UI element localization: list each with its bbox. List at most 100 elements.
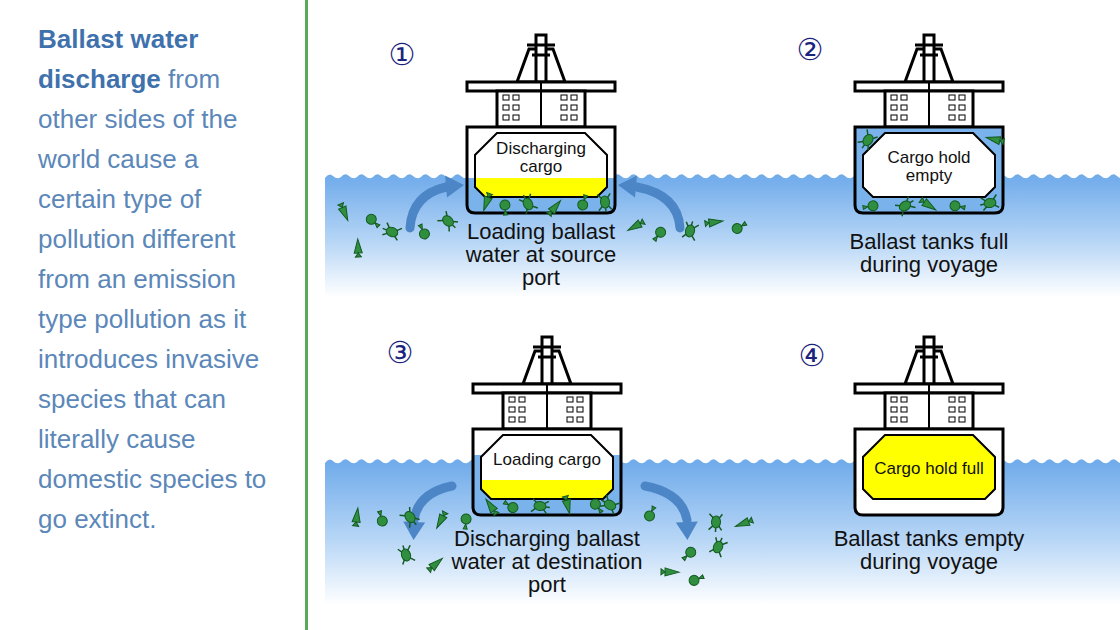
organism xyxy=(437,211,459,233)
arrow-head xyxy=(403,522,426,541)
organism xyxy=(895,196,917,217)
organism xyxy=(597,193,612,212)
flow-arrow xyxy=(414,486,452,520)
window xyxy=(949,105,955,110)
organism xyxy=(480,192,493,212)
window xyxy=(891,417,897,422)
window xyxy=(949,407,955,412)
window xyxy=(561,115,567,120)
step-caption: Ballast tanks full during voyage xyxy=(827,230,1032,276)
organism xyxy=(862,200,879,212)
window xyxy=(901,95,907,100)
divider-line xyxy=(305,0,308,630)
window xyxy=(891,115,897,120)
organism xyxy=(502,498,520,514)
deckhouse-divider xyxy=(546,384,548,429)
organism xyxy=(381,222,402,241)
cargo-hold-label: Discharging cargo xyxy=(485,138,597,178)
hold-text: Cargo hold full xyxy=(874,460,984,478)
window xyxy=(571,115,577,120)
organism xyxy=(688,572,706,587)
hull-outline xyxy=(467,127,615,213)
organism xyxy=(426,555,445,573)
window xyxy=(949,417,955,422)
window xyxy=(509,417,515,422)
organism xyxy=(352,508,362,527)
arrow-head xyxy=(445,174,465,197)
ship-mast xyxy=(924,35,934,82)
mast-bars xyxy=(915,347,943,357)
window xyxy=(949,115,955,120)
cargo-hold-label: Loading cargo xyxy=(491,440,603,480)
organism xyxy=(730,219,748,235)
window xyxy=(959,105,965,110)
window xyxy=(567,407,573,412)
mast-bars xyxy=(533,347,561,357)
window xyxy=(901,115,907,120)
organism xyxy=(979,194,999,210)
organism xyxy=(416,223,431,241)
organism xyxy=(949,200,966,213)
window xyxy=(567,417,573,422)
organism xyxy=(531,499,551,515)
ship-hull xyxy=(855,429,1003,515)
cargo-hold-label: Cargo hold full xyxy=(873,440,985,497)
organism xyxy=(337,202,351,222)
window xyxy=(503,115,509,120)
organism xyxy=(643,505,659,523)
flow-arrow xyxy=(410,187,446,228)
ship-mast xyxy=(542,337,552,384)
hold-text: Cargo hold empty xyxy=(873,149,985,185)
side-note: Ballast water discharge from other sides… xyxy=(38,19,276,539)
step-caption: Ballast tanks empty during voyage xyxy=(814,527,1044,573)
window xyxy=(891,95,897,100)
cargo-hold-outline xyxy=(475,133,607,197)
window xyxy=(513,95,519,100)
window xyxy=(577,397,583,402)
window xyxy=(901,105,907,110)
window xyxy=(949,95,955,100)
window xyxy=(509,407,515,412)
organism xyxy=(734,516,754,530)
organism xyxy=(661,568,679,576)
organism xyxy=(364,212,382,230)
window xyxy=(571,95,577,100)
hull-outline xyxy=(855,127,1003,213)
organism xyxy=(708,514,722,533)
window xyxy=(901,397,907,402)
window xyxy=(901,417,907,422)
step-caption: Discharging ballast water at destination… xyxy=(435,527,660,596)
window xyxy=(503,95,509,100)
organism xyxy=(705,217,724,227)
window xyxy=(513,115,519,120)
window xyxy=(519,407,525,412)
hull-outline xyxy=(473,429,621,515)
window xyxy=(561,95,567,100)
organism xyxy=(680,545,698,563)
organism xyxy=(598,494,620,514)
arrow-head xyxy=(676,522,699,541)
organism xyxy=(709,535,728,557)
deckhouse-divider xyxy=(928,384,930,429)
note-body: from other sides of the world cause a ce… xyxy=(38,64,266,534)
window xyxy=(959,95,965,100)
cargo-hold xyxy=(863,133,995,197)
window xyxy=(959,417,965,422)
deckhouse-divider xyxy=(540,82,542,127)
hold-text: Discharging cargo xyxy=(485,140,597,176)
mast-bars xyxy=(915,45,943,55)
arrow-head xyxy=(617,174,637,197)
callout-number: ① xyxy=(389,38,416,72)
window xyxy=(513,105,519,110)
window xyxy=(519,417,525,422)
organism xyxy=(985,134,1004,146)
organism xyxy=(354,239,363,257)
window xyxy=(567,397,573,402)
cargo-hold-outline xyxy=(863,133,995,197)
cargo-hold-label: Cargo hold empty xyxy=(873,138,985,195)
window xyxy=(509,397,515,402)
step-caption: Loading ballast water at source port xyxy=(459,220,624,289)
mast-bars xyxy=(527,45,555,55)
organism xyxy=(397,543,415,564)
